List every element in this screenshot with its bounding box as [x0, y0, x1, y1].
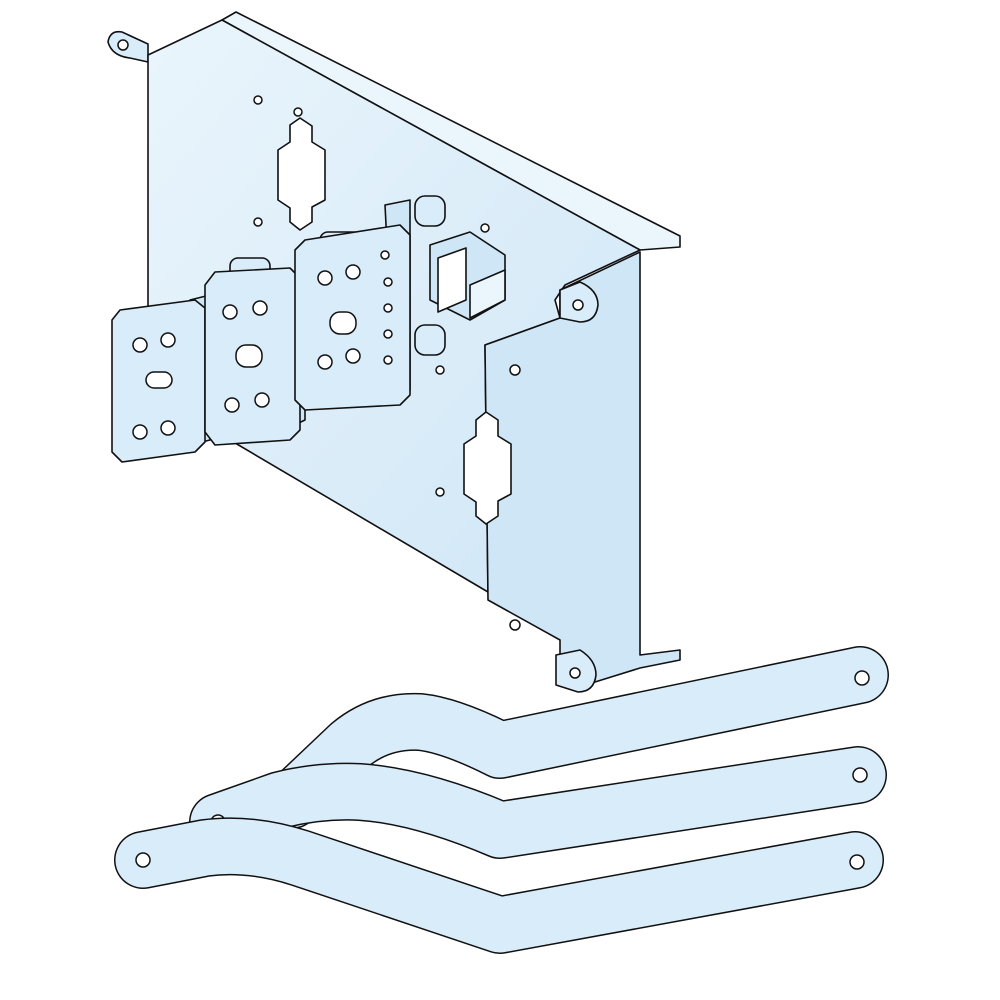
left-flange: [107, 30, 149, 63]
cross-cutout-top: [277, 117, 326, 231]
busbar-hole: [852, 767, 868, 783]
busbar-hole: [854, 670, 870, 686]
busbar-bracket-right: [294, 199, 411, 411]
busbar-bracket-middle: [204, 257, 306, 446]
mounting-hole: [117, 39, 129, 51]
busbar-2: [189, 746, 887, 859]
connector-block: [414, 195, 506, 356]
busbar-bracket-left: [111, 294, 211, 463]
cross-cutout-bottom: [463, 411, 512, 525]
plate-holes: [253, 95, 521, 631]
side-lug: [555, 281, 599, 693]
busbar-3: [114, 817, 884, 954]
busbar-hole: [135, 852, 151, 868]
busbar-hole: [849, 854, 865, 870]
